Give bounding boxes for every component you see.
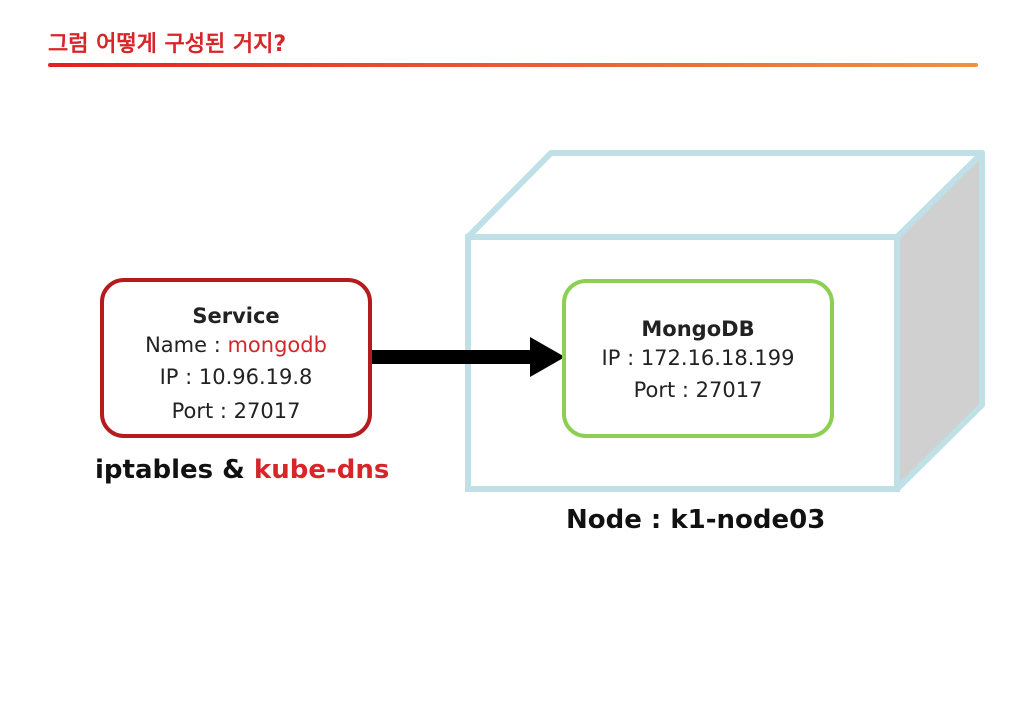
iptables-caption-prefix: iptables & <box>95 455 254 485</box>
right-arrow-icon <box>372 337 565 377</box>
node-box-top <box>465 150 985 240</box>
service-port: Port : 27017 <box>171 399 301 423</box>
service-name-label: Name : <box>145 333 228 357</box>
arrow-head <box>530 337 565 377</box>
slide-title: 그럼 어떻게 구성된 거지? <box>48 32 287 57</box>
mongodb-ip: IP : 172.16.18.199 <box>601 346 795 370</box>
mongodb-box: MongoDB IP : 172.16.18.199 Port : 27017 <box>562 279 834 438</box>
iptables-caption-highlight: kube-dns <box>253 455 390 485</box>
service-box: Service Name : mongodb IP : 10.96.19.8 P… <box>100 278 372 438</box>
mongodb-heading: MongoDB <box>641 317 755 341</box>
mongodb-port: Port : 27017 <box>633 378 763 402</box>
title-underline <box>48 63 978 67</box>
service-name-line: Name : mongodb <box>104 330 368 360</box>
service-name-value: mongodb <box>227 333 327 357</box>
node-caption: Node : k1-node03 <box>566 505 826 535</box>
iptables-caption: iptables & kube-dns <box>95 455 389 485</box>
service-ip: IP : 10.96.19.8 <box>159 365 313 389</box>
service-heading: Service <box>192 304 280 328</box>
